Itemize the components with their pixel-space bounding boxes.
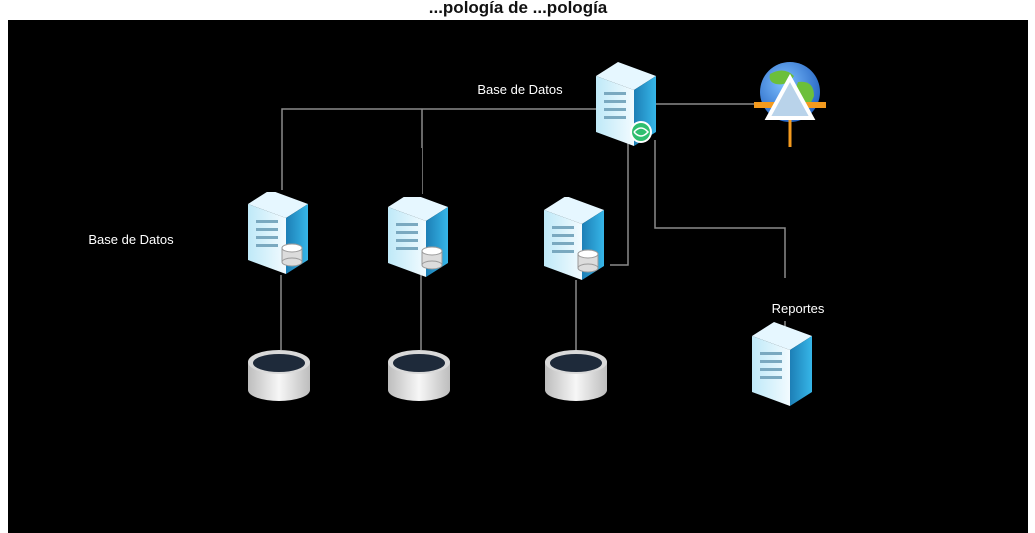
- label-box-left-server: [22, 219, 240, 253]
- reports-server-icon[interactable]: [752, 322, 812, 406]
- label-box-internet: [695, 147, 888, 180]
- globe-icon[interactable]: [754, 62, 826, 148]
- main-server-icon[interactable]: [596, 62, 656, 146]
- connector-lines: [280, 103, 786, 350]
- connector-db3-main: [610, 130, 629, 266]
- label-boxes: [22, 68, 908, 496]
- database-server-1-icon[interactable]: [248, 190, 308, 274]
- label-left-server: Base de Datos: [88, 232, 174, 247]
- diagram-title: ...pología de ...pología: [429, 0, 608, 17]
- database-server-2-icon[interactable]: [388, 193, 448, 277]
- label-box-reports-server: [727, 406, 844, 458]
- database-disk-3-icon[interactable]: [545, 350, 607, 401]
- connector-db1-main: [281, 108, 600, 190]
- router-triangle-icon: [764, 73, 816, 120]
- label-box-top-server: [376, 68, 594, 102]
- connector-main-reports: [654, 140, 786, 292]
- label-box-disks: [204, 405, 653, 496]
- web-badge-icon: [630, 121, 652, 143]
- label-box-db2: [312, 148, 422, 197]
- database-disk-1-icon[interactable]: [248, 350, 310, 401]
- label-box-reports: [664, 278, 908, 321]
- database-server-3-icon[interactable]: [544, 196, 604, 280]
- label-box-db3: [536, 172, 626, 197]
- database-disk-2-icon[interactable]: [388, 350, 450, 401]
- label-box-db1: [186, 168, 276, 192]
- label-top-server: Base de Datos: [477, 82, 563, 97]
- label-reports: Reportes: [772, 301, 825, 316]
